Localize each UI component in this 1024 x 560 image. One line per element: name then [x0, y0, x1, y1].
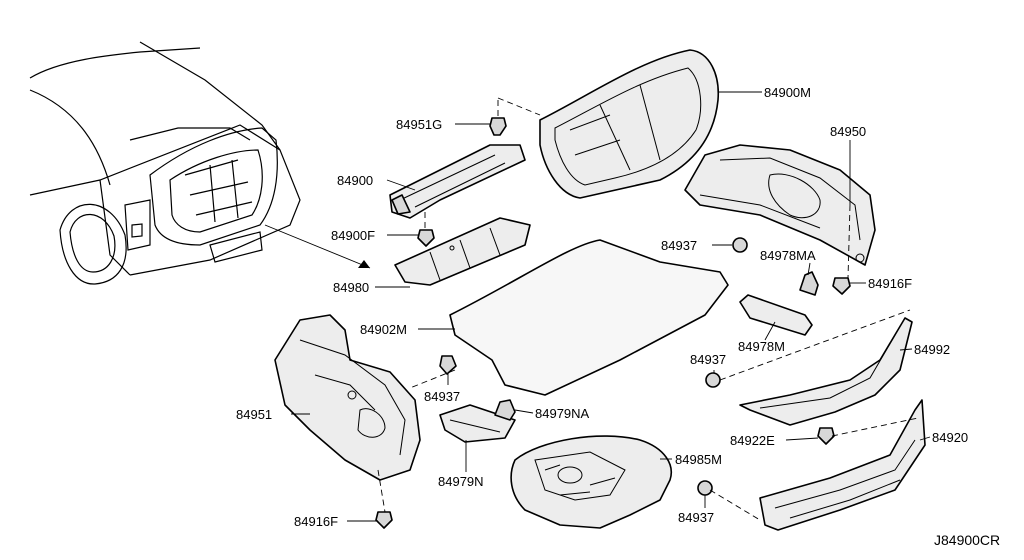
- part-label-84937-b: 84937: [690, 352, 727, 367]
- trunk-lid-finisher-84900M: [539, 49, 720, 199]
- trunk-floor-carpet-84902M: [449, 239, 729, 396]
- clip-84900F: [417, 229, 435, 247]
- part-label-84937-d: 84937: [678, 510, 715, 525]
- clip-84922E: [817, 427, 835, 445]
- part-label-84978M: 84978M: [738, 339, 785, 354]
- vehicle-rear-view: [29, 41, 371, 285]
- diagram-code: J84900CR: [934, 532, 1001, 548]
- trunk-side-finisher-84951: [274, 314, 421, 481]
- clip-84937-d: [697, 480, 713, 496]
- part-label-84900M: 84900M: [764, 85, 811, 100]
- part-label-84937-c: 84937: [424, 389, 461, 404]
- part-label-84985M: 84985M: [675, 452, 722, 467]
- part-label-84920: 84920: [932, 430, 969, 445]
- rear-parcel-shelf-84900: [389, 144, 526, 219]
- clip-84937-b: [705, 372, 721, 388]
- assembly-lines: [377, 97, 919, 521]
- part-label-84900: 84900: [337, 173, 374, 188]
- part-label-84922E: 84922E: [730, 433, 775, 448]
- part-label-84992: 84992: [914, 342, 951, 357]
- part-label-84916F-a: 84916F: [868, 276, 913, 291]
- part-label-84978MA: 84978MA: [760, 248, 816, 263]
- part-label-84950: 84950: [830, 124, 867, 139]
- rear-bumper-finisher-84992: [739, 317, 913, 426]
- clip-84978MA: [799, 271, 819, 296]
- part-label-84916F-b: 84916F: [294, 514, 339, 529]
- part-label-84979NA: 84979NA: [535, 406, 590, 421]
- spare-tire-cover-84985M: [510, 435, 672, 529]
- leader-lines: [291, 91, 931, 522]
- trunk-mat-84978M: [739, 294, 813, 336]
- clip-84937-c: [439, 355, 457, 375]
- part-label-84937-a: 84937: [661, 238, 698, 253]
- clip-84916F-a: [832, 277, 851, 295]
- part-label-84951: 84951: [236, 407, 273, 422]
- part-label-84980: 84980: [333, 280, 370, 295]
- part-label-84902M: 84902M: [360, 322, 407, 337]
- trunk-side-finisher-84950: [684, 144, 876, 266]
- rear-panel-trim-84920: [759, 399, 926, 531]
- clip-84937-a: [732, 237, 748, 253]
- hook-84979NA: [494, 399, 516, 421]
- part-label-84979N: 84979N: [438, 474, 484, 489]
- rear-panel-finisher-84980: [394, 217, 531, 286]
- part-label-84900F: 84900F: [331, 228, 376, 243]
- part-label-84951G: 84951G: [396, 117, 443, 132]
- clip-84916F-b: [375, 511, 393, 529]
- clip-84951G: [489, 117, 507, 136]
